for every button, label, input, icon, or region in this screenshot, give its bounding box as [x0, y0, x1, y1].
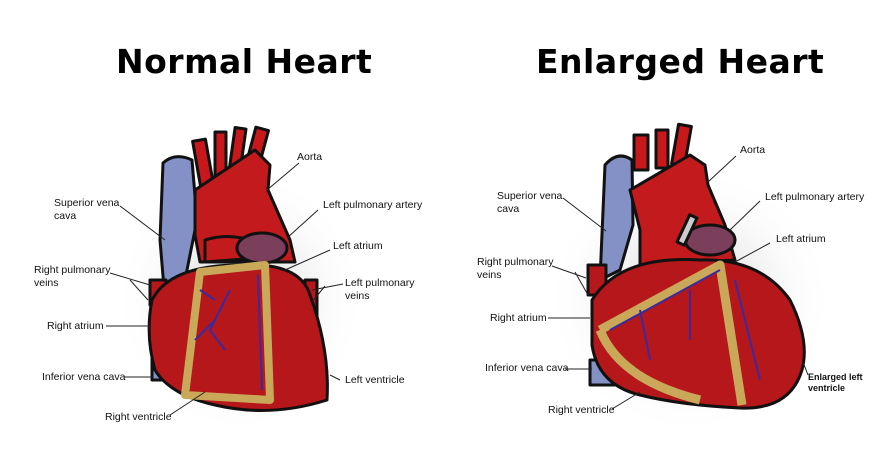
leader-lines	[106, 155, 809, 416]
label-right-atrium: Right atrium	[490, 312, 547, 324]
label-right-atrium: Right atrium	[47, 320, 104, 332]
label-line: Enlarged left	[808, 372, 863, 382]
label-aorta: Aorta	[297, 151, 323, 163]
label-line: ventricle	[808, 383, 846, 393]
label-line: Superior vena	[497, 190, 563, 202]
label-left-pulmonary-artery: Left pulmonary artery	[765, 191, 865, 203]
label-inferior-vena-cava: Inferior vena cava	[42, 371, 126, 383]
label-left-ventricle: Left ventricle	[345, 374, 405, 386]
label-left-atrium: Left atrium	[333, 240, 383, 252]
label-line: Superior vena	[54, 197, 120, 209]
label-line: cava	[54, 209, 77, 222]
label-line: veins	[345, 289, 370, 302]
label-line: Right pulmonary	[477, 256, 554, 268]
label-line: cava	[497, 202, 520, 215]
label-right-ventricle: Right ventricle	[105, 411, 172, 423]
label-line: Left pulmonary	[345, 277, 415, 289]
label-line: veins	[34, 276, 59, 289]
enlarged-heart-drawing	[545, 122, 835, 435]
label-aorta: Aorta	[740, 144, 766, 156]
label-line: veins	[477, 268, 502, 281]
label-right-ventricle: Right ventricle	[548, 404, 615, 416]
label-left-atrium: Left atrium	[776, 233, 826, 245]
label-left-pulmonary-artery: Left pulmonary artery	[323, 199, 423, 211]
enlarged-heart-title: Enlarged Heart	[536, 42, 825, 81]
label-inferior-vena-cava: Inferior vena cava	[485, 362, 569, 374]
normal-heart-title: Normal Heart	[116, 42, 373, 81]
normal-heart-drawing	[115, 125, 365, 435]
label-line: Right pulmonary	[34, 264, 111, 276]
